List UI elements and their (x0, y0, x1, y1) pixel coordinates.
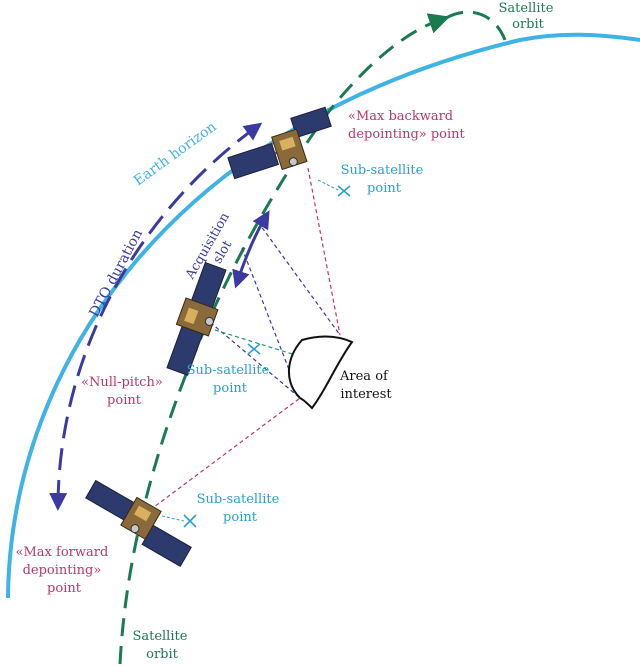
satellite-null-pitch (166, 261, 227, 376)
backward-los-line-magenta (307, 167, 341, 336)
null-pitch-label: «Null-pitch» point (81, 375, 167, 408)
sub-satellite-marker-bottom (161, 514, 197, 528)
max-forward-depointing-label: «Max forward depointing» point (16, 545, 113, 596)
sub-satellite-marker-top (317, 179, 351, 197)
dto-duration-label: DTO duration (86, 227, 146, 320)
backward-los-line-blue (257, 221, 341, 336)
earth-horizon-label: Earth horizon (131, 119, 220, 189)
satellite-max-forward (85, 479, 192, 568)
satellite-orbit-label-bottom: Satellite orbit (132, 629, 191, 662)
acquisition-slot-arrow (232, 210, 270, 289)
dto-duration-arrow (49, 122, 263, 511)
sub-satellite-marker-mid (247, 343, 261, 355)
sub-satellite-label-mid: Sub-satellite point (187, 363, 274, 396)
satellite-orbit-label-top: Satellite orbit (498, 1, 557, 32)
sub-satellite-label-bottom: Sub-satellite point (197, 492, 284, 525)
sub-satellite-label-top: Sub-satellite point (341, 163, 428, 196)
area-of-interest-shape (287, 335, 354, 410)
forward-los-line (149, 397, 301, 511)
max-backward-depointing-label: «Max backward depointing» point (348, 109, 466, 142)
null-pitch-ground-track (214, 329, 319, 363)
satellite-orbit-top-arc (445, 10, 507, 41)
satellite-max-backward (227, 106, 332, 180)
area-of-interest-label: Area of interest (339, 369, 392, 402)
